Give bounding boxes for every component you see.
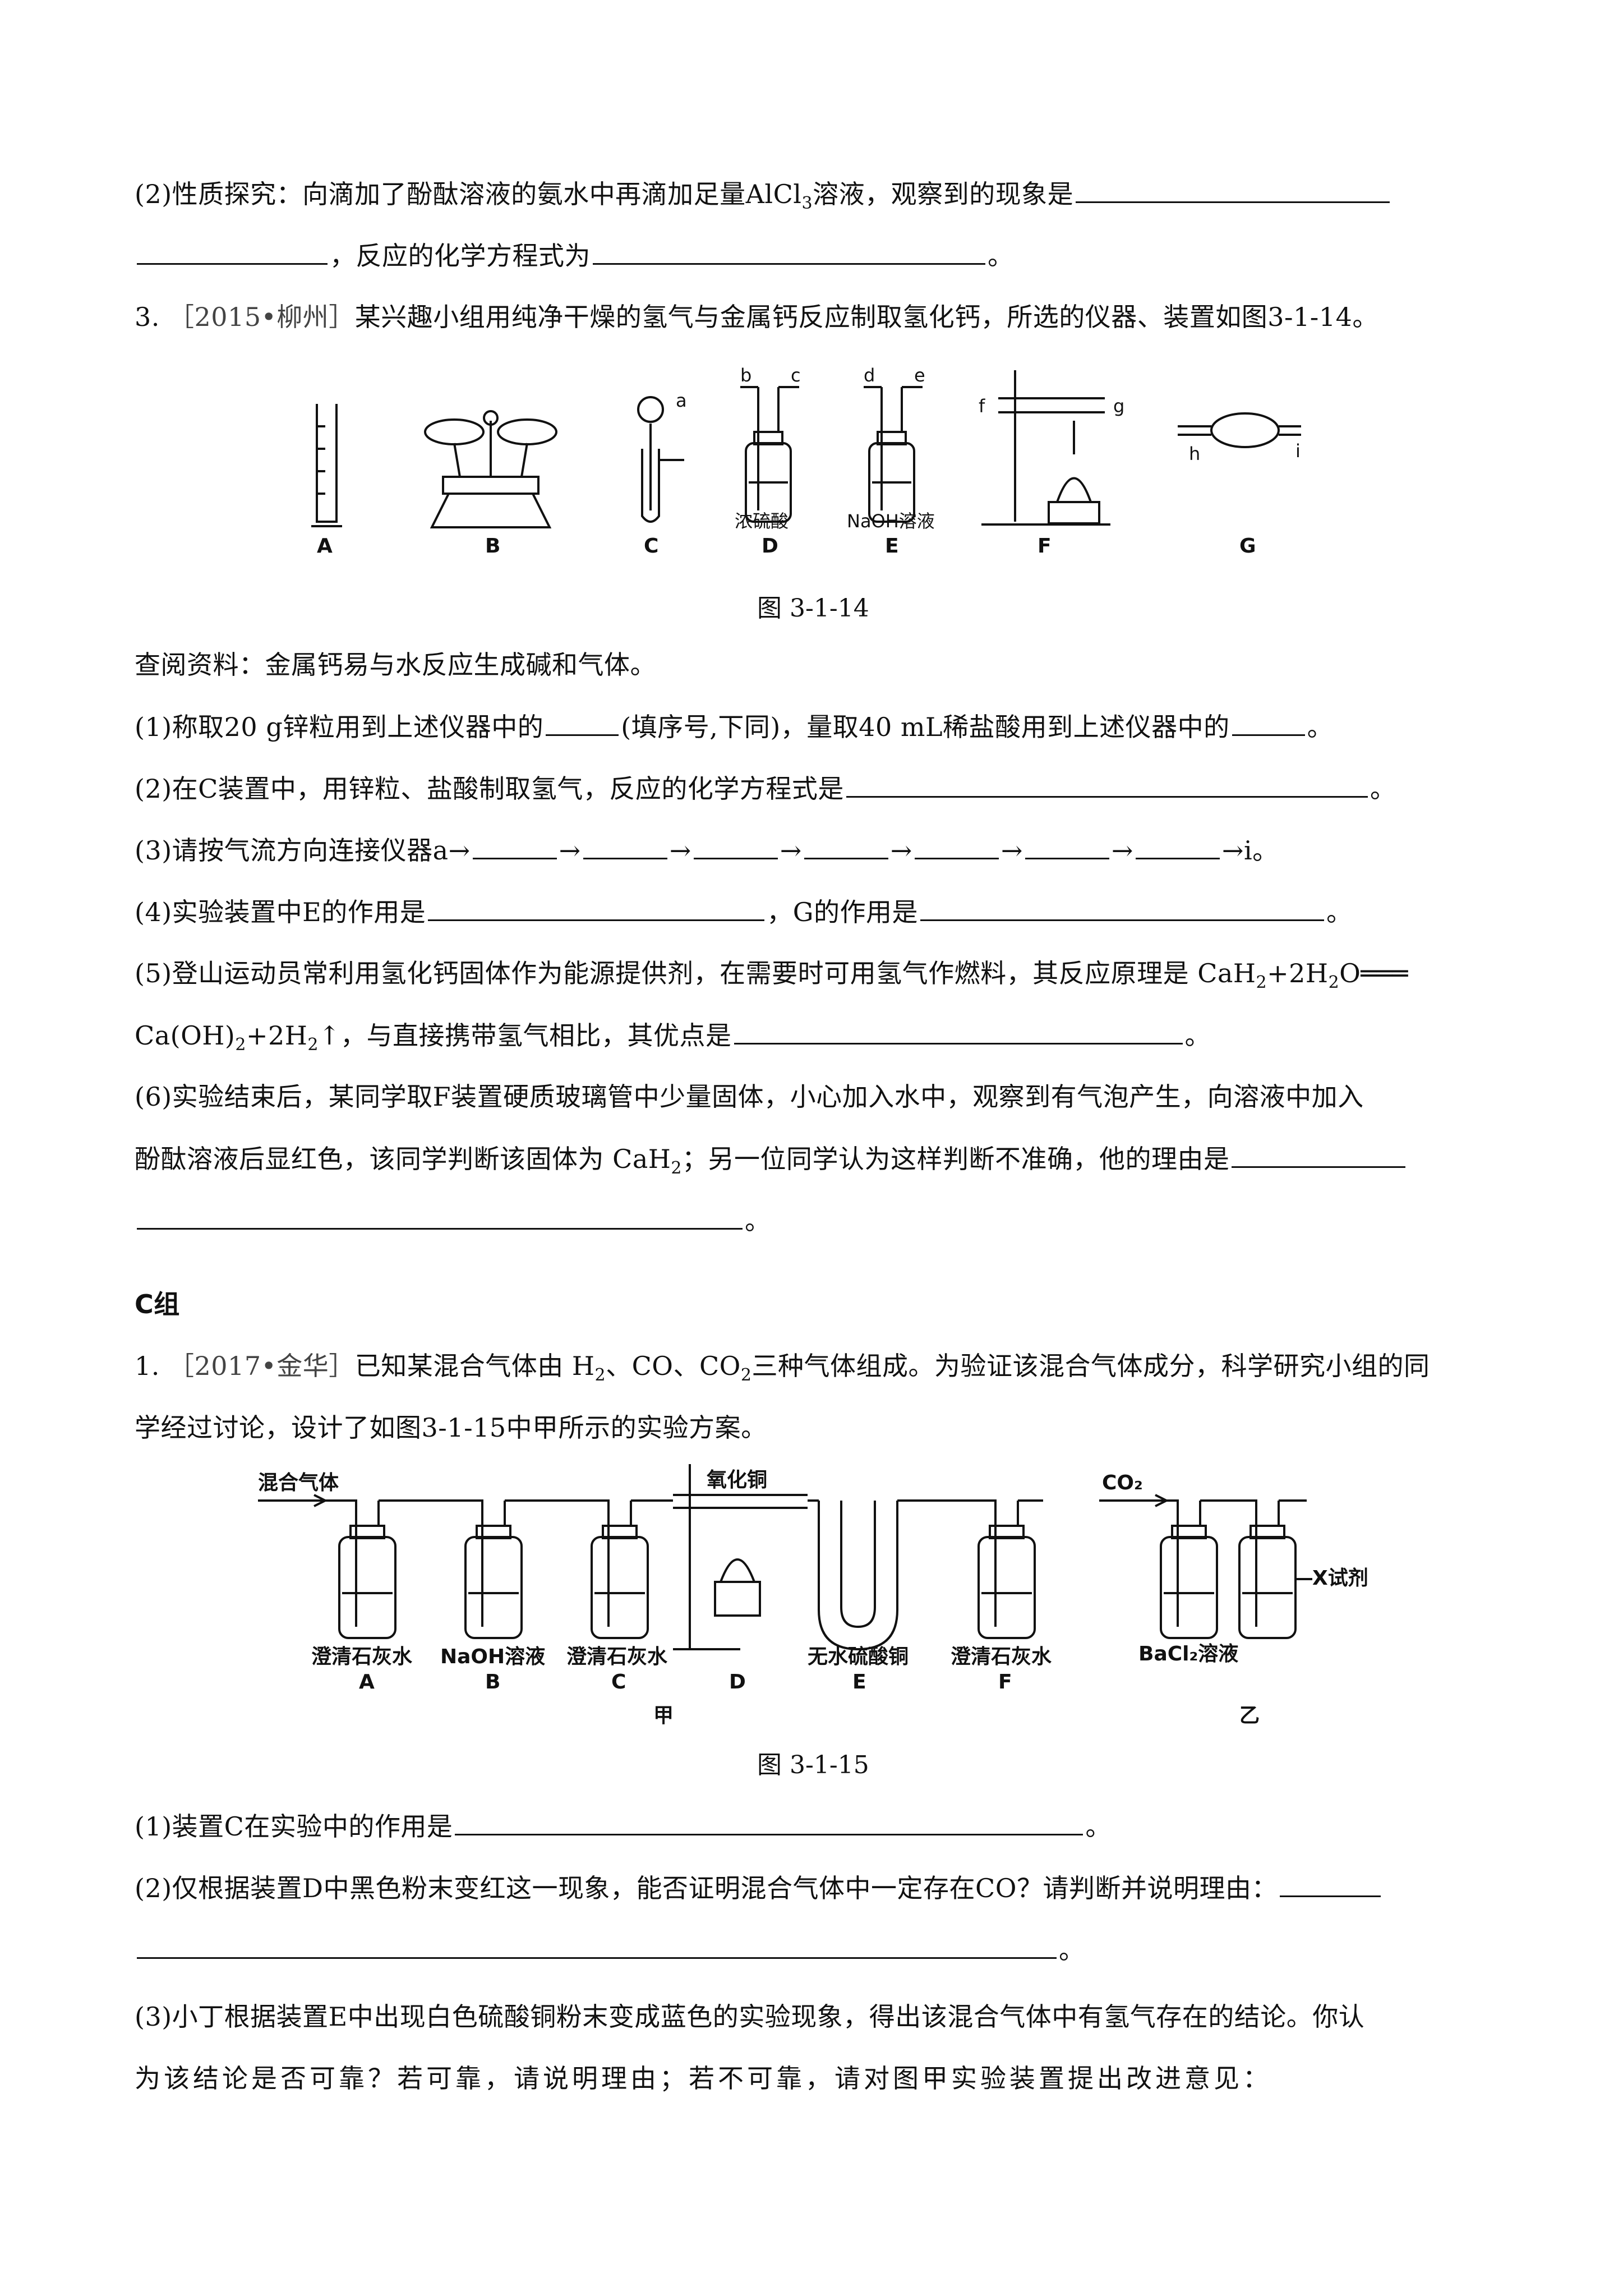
apparatus-label-e: E <box>885 535 899 558</box>
x-reagent-label: X试剂 <box>1312 1567 1368 1590</box>
q3-part6-line3: 。 <box>135 1203 771 1237</box>
q3-intro: 3. ［2015•柳州］某兴趣小组用纯净干燥的氢气与金属钙反应制取氢化钙，所选的… <box>135 302 1378 332</box>
c1-part3-line2: 为该结论是否可靠？若可靠，请说明理由；若不可靠，请对图甲实验装置提出改进意见： <box>135 2063 1272 2093</box>
q2-part2-line2: ，反应的化学方程式为。 <box>135 238 1014 273</box>
answer-blank[interactable] <box>137 1203 743 1230</box>
q3-part3: (3)请按气流方向连接仪器a→→→→→→→→i。 <box>135 833 1279 867</box>
answer-blank[interactable] <box>1279 1871 1381 1897</box>
washing-bottle-a-icon <box>325 1499 465 1639</box>
q3-reference: 查阅资料：金属钙易与水反应生成碱和气体。 <box>135 650 656 680</box>
answer-blank[interactable] <box>1025 833 1109 859</box>
answer-blank[interactable] <box>137 1932 1057 1959</box>
apparatus-label-a: A <box>359 1671 375 1694</box>
liquid-label-a: 澄清石灰水 <box>311 1645 413 1668</box>
section-heading-group-c: C组 <box>135 1289 180 1319</box>
answer-blank[interactable] <box>428 895 765 921</box>
answer-blank[interactable] <box>1135 833 1220 859</box>
q3-part5-line1: (5)登山运动员常利用氢化钙固体作为能源提供剂，在需要时可用氢气作燃料，其反应原… <box>135 958 1408 993</box>
port-h: h <box>1189 443 1200 464</box>
q3-part4: (4)实验装置中E的作用是，G的作用是。 <box>135 895 1353 929</box>
c1-part1: (1)装置C在实验中的作用是。 <box>135 1809 1112 1843</box>
answer-blank[interactable] <box>846 771 1368 798</box>
liquid-label-bacl2: BaCl₂溶液 <box>1138 1642 1238 1665</box>
answer-blank[interactable] <box>1232 710 1305 736</box>
apparatus-label-c: C <box>644 535 658 558</box>
figure-3-1-14: A B C D E F G 浓硫酸 NaOH溶液 a b c d e f g h… <box>311 365 1301 558</box>
q3-part6-line2: 酚酞溶液后显红色，该同学判断该固体为 CaH2；另一位同学认为这样判断不准确，他… <box>135 1142 1408 1185</box>
washing-bottle-c-icon <box>589 1499 673 1639</box>
figure-caption-3-1-14: 图 3-1-14 <box>757 594 869 623</box>
apparatus-label-c: C <box>611 1671 626 1694</box>
port-b: b <box>740 365 751 386</box>
answer-blank[interactable] <box>137 238 328 265</box>
c1-part2-line1: (2)仅根据装置D中黑色粉末变红这一现象，能否证明混合气体中一定存在CO？请判断… <box>135 1871 1383 1905</box>
answer-blank[interactable] <box>920 895 1324 921</box>
figure-label-yi: 乙 <box>1239 1704 1260 1727</box>
test-tube-icon <box>637 396 684 523</box>
q2-part2-line1: (2)性质探究：向滴加了酚酞溶液的氨水中再滴加足量AlCl3溶液，观察到的现象是 <box>135 177 1392 220</box>
liquid-label-b: NaOH溶液 <box>440 1645 545 1668</box>
port-g: g <box>1113 395 1124 417</box>
combustion-tube-d-icon <box>673 1464 819 1650</box>
q3-part5-line2: Ca(OH)2+2H2↑，与直接携带氢气相比，其优点是。 <box>135 1018 1211 1062</box>
washing-bottle-e-icon <box>864 386 923 523</box>
gas-in-label: 混合气体 <box>258 1471 339 1494</box>
answer-blank[interactable] <box>693 833 778 859</box>
cuo-label: 氧化铜 <box>707 1469 767 1492</box>
answer-blank[interactable] <box>593 238 985 265</box>
washing-bottle-d-icon <box>740 386 799 523</box>
apparatus-label-d: D <box>729 1671 746 1694</box>
port-c: c <box>791 365 801 386</box>
liquid-label-e: 无水硫酸铜 <box>808 1645 909 1668</box>
bottles-yi-icon <box>1099 1494 1312 1639</box>
c1-line2: 学经过讨论，设计了如图3-1-15中甲所示的实验方案。 <box>135 1412 767 1443</box>
graduated-cylinder-icon <box>311 404 342 527</box>
answer-blank[interactable] <box>546 710 619 736</box>
c1-line1: 1. ［2017•金华］已知某混合气体由 H2、CO、CO2三种气体组成。为验证… <box>135 1351 1430 1386</box>
apparatus-label-a: A <box>317 535 333 558</box>
answer-blank[interactable] <box>914 833 999 859</box>
washing-bottle-f-icon <box>976 1499 1043 1639</box>
co2-label: CO₂ <box>1102 1471 1143 1494</box>
answer-blank[interactable] <box>1076 177 1390 203</box>
answer-blank[interactable] <box>1232 1142 1406 1168</box>
q3-part6-line1: (6)实验结束后，某同学取F装置硬质玻璃管中少量固体，小心加入水中，观察到有气泡… <box>135 1082 1364 1112</box>
figure-caption-3-1-15: 图 3-1-15 <box>757 1751 869 1779</box>
u-tube-e-icon <box>818 1499 976 1651</box>
q3-part1: (1)称取20 g锌粒用到上述仪器中的(填序号,下同)，量取40 mL稀盐酸用到… <box>135 710 1333 744</box>
answer-blank[interactable] <box>804 833 888 859</box>
apparatus-label-g: G <box>1239 535 1256 558</box>
port-f: f <box>979 395 985 417</box>
apparatus-label-e: E <box>852 1671 866 1694</box>
balance-icon <box>424 410 557 528</box>
answer-blank[interactable] <box>472 833 557 859</box>
washing-bottle-b-icon <box>464 1499 589 1639</box>
q3-part2: (2)在C装置中，用锌粒、盐酸制取氢气，反应的化学方程式是。 <box>135 771 1396 806</box>
liquid-label-d: 浓硫酸 <box>735 510 789 532</box>
c1-part2-line2: 。 <box>135 1932 1085 1967</box>
combustion-tube-icon <box>981 370 1110 526</box>
liquid-label-e: NaOH溶液 <box>847 510 935 532</box>
apparatus-label-b: B <box>485 1671 500 1694</box>
port-i: i <box>1295 440 1301 462</box>
port-d: d <box>864 365 875 386</box>
apparatus-label-f: F <box>1038 535 1052 558</box>
liquid-label-f: 澄清石灰水 <box>951 1645 1052 1668</box>
apparatus-label-f: F <box>998 1671 1012 1694</box>
liquid-label-c: 澄清石灰水 <box>566 1645 668 1668</box>
apparatus-label-d: D <box>762 535 778 558</box>
figure-label-jia: 甲 <box>653 1704 674 1727</box>
answer-blank[interactable] <box>734 1018 1183 1045</box>
figure-3-1-15: 混合气体 氧化铜 CO₂ X试剂 澄清石灰水 NaOH溶液 澄清石灰水 无水硫酸… <box>258 1464 1368 1727</box>
answer-blank[interactable] <box>455 1809 1083 1835</box>
apparatus-label-b: B <box>485 535 500 558</box>
port-e: e <box>914 365 925 386</box>
drying-tube-icon <box>1178 412 1301 448</box>
c1-part3-line1: (3)小丁根据装置E中出现白色硫酸铜粉末变成蓝色的实验现象，得出该混合气体中有氢… <box>135 2001 1365 2032</box>
answer-blank[interactable] <box>583 833 667 859</box>
port-a: a <box>676 390 687 411</box>
